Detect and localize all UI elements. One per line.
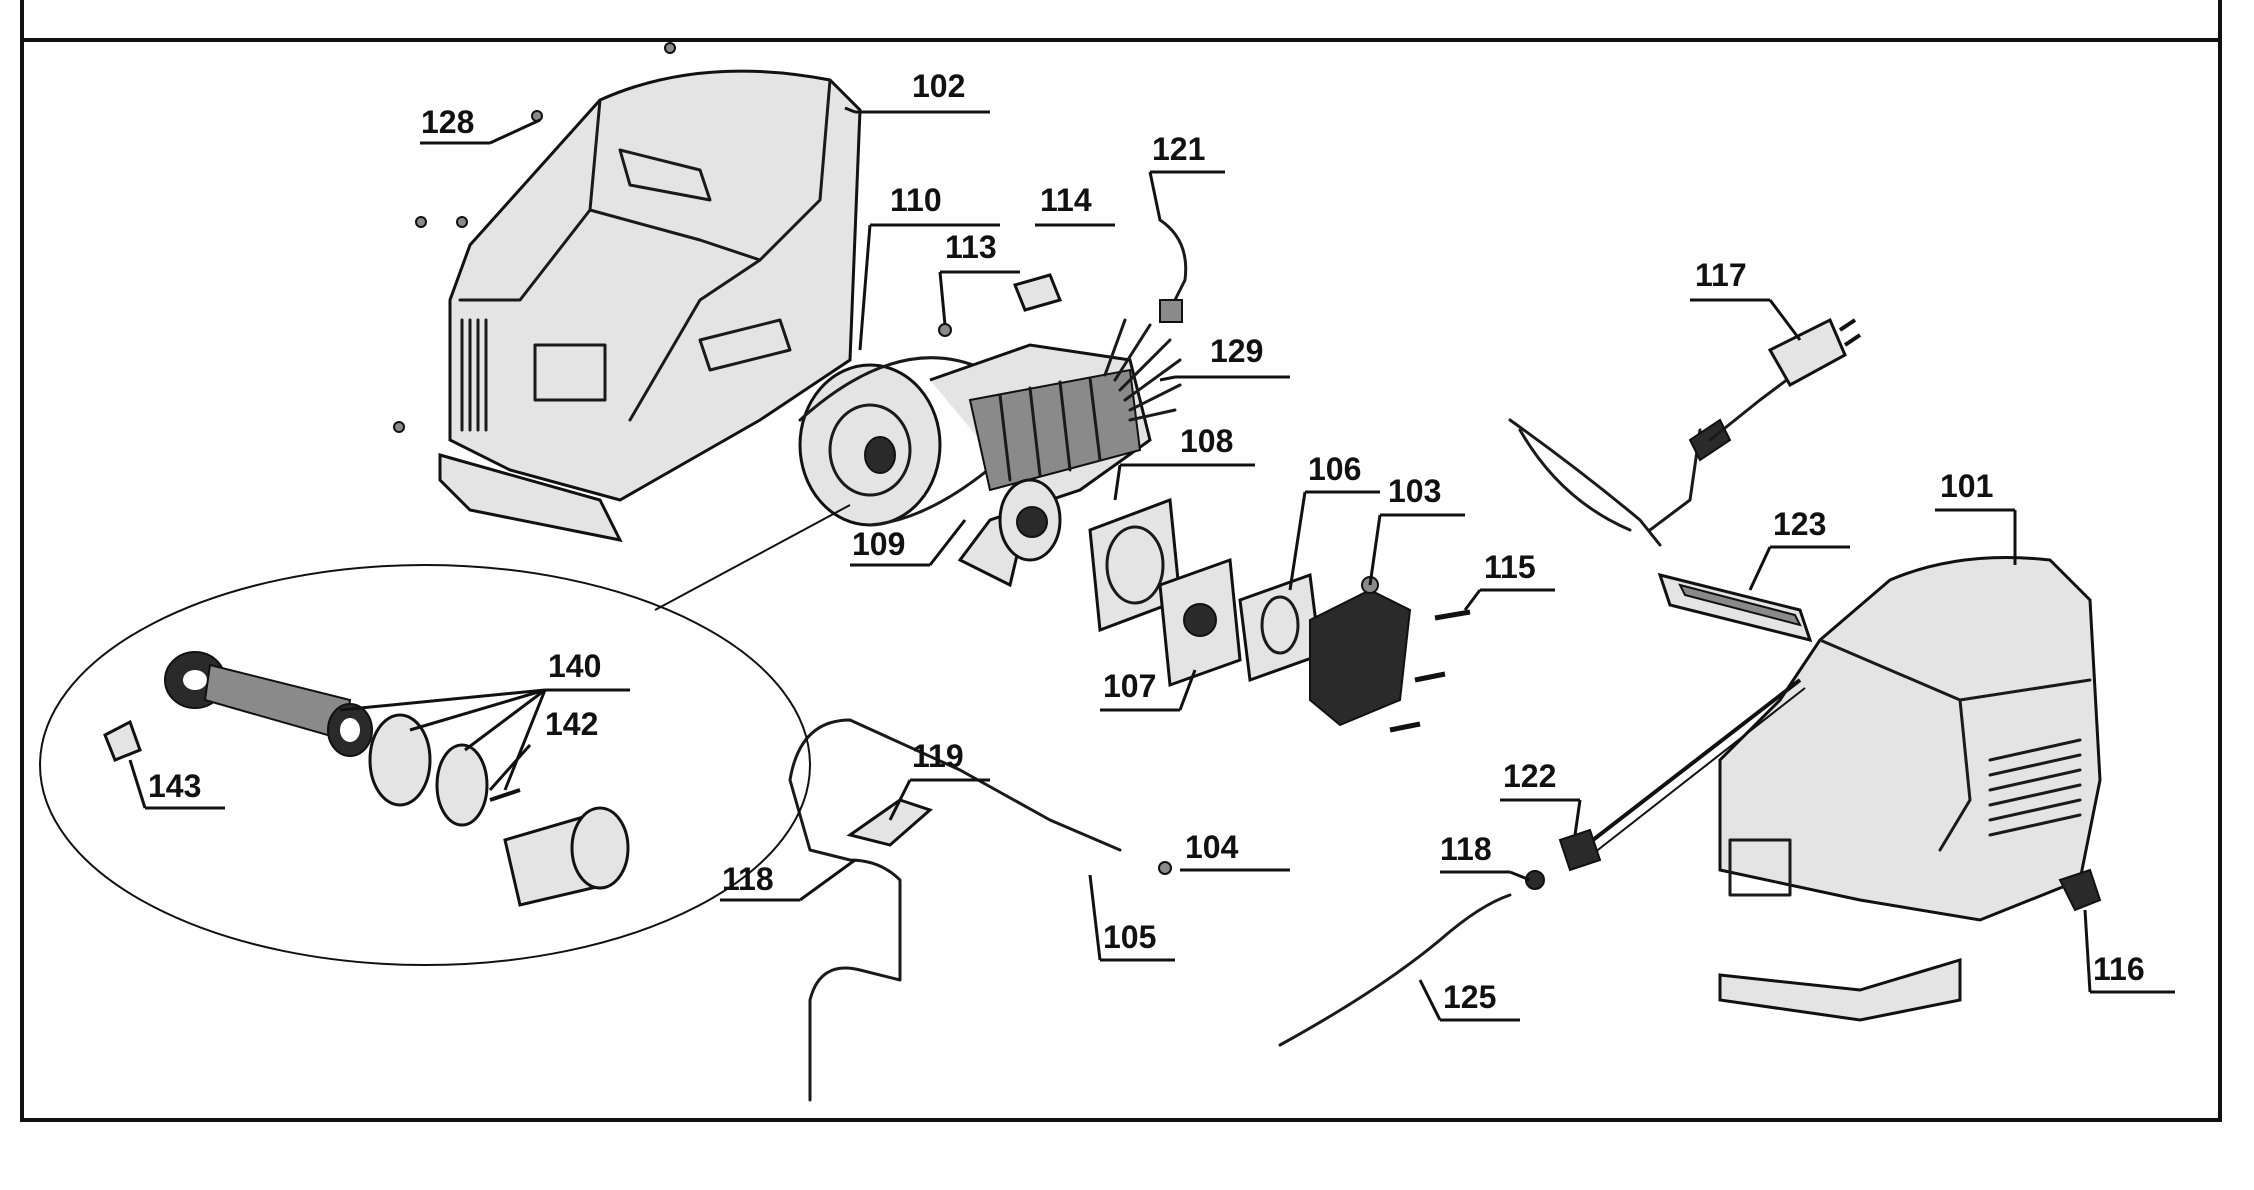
label-143: 143 xyxy=(148,768,201,804)
label-118-right: 118 xyxy=(1440,831,1492,867)
label-118-left: 118 xyxy=(722,861,774,897)
label-108: 108 xyxy=(1180,423,1233,459)
label-117: 117 xyxy=(1695,257,1747,293)
label-103: 103 xyxy=(1388,473,1441,509)
shroud-rear-102 xyxy=(438,69,862,543)
retainer-ring-icon xyxy=(368,713,432,807)
connecting-rod-140 xyxy=(164,651,373,757)
label-104: 104 xyxy=(1185,829,1239,865)
gasket-106 xyxy=(1238,572,1322,683)
label-116: 116 xyxy=(2093,951,2145,987)
power-cord-117 xyxy=(1508,317,1862,547)
tube-119-105 xyxy=(788,718,1122,1102)
label-122: 122 xyxy=(1503,758,1556,794)
label-119: 119 xyxy=(912,738,964,774)
label-101: 101 xyxy=(1940,468,1993,504)
wire-121 xyxy=(1158,218,1188,322)
screw-icon xyxy=(393,42,676,433)
motor-129 xyxy=(929,318,1182,588)
detail-leader xyxy=(654,504,851,611)
nut-104-icon xyxy=(1158,861,1172,875)
label-107: 107 xyxy=(1103,668,1156,704)
leader-lines xyxy=(128,106,2175,1022)
tube-122 xyxy=(1558,678,1806,872)
label-125: 125 xyxy=(1443,979,1496,1015)
label-105: 105 xyxy=(1103,919,1156,955)
knob-116-icon xyxy=(2058,868,2102,912)
label-121: 121 xyxy=(1152,131,1205,167)
belt-pulley-110 xyxy=(798,356,1002,527)
switch-bar-123 xyxy=(1657,572,1813,643)
screw-142-icon xyxy=(489,788,521,802)
detail-ellipse xyxy=(39,564,811,966)
valve-plate-107 xyxy=(1158,557,1242,688)
pad-114 xyxy=(1012,273,1063,312)
label-140: 140 xyxy=(548,648,601,684)
label-115: 115 xyxy=(1484,549,1536,585)
label-114: 114 xyxy=(1040,182,1092,218)
part-labels: 102 128 110 114 121 113 117 129 108 106 … xyxy=(148,68,2145,1015)
connector-121-icon xyxy=(1159,299,1183,323)
cylinder-sleeve-142 xyxy=(503,806,630,907)
label-113: 113 xyxy=(945,229,997,265)
bolt-143-icon xyxy=(103,719,142,762)
piston-cup-icon xyxy=(435,743,489,827)
label-142: 142 xyxy=(545,706,598,742)
label-128: 128 xyxy=(421,104,474,140)
label-110: 110 xyxy=(890,182,942,218)
cylinder-head-103 xyxy=(1309,576,1412,727)
label-102: 102 xyxy=(912,68,965,104)
label-109: 109 xyxy=(852,526,905,562)
bolt-115-icon xyxy=(1389,609,1471,733)
hose-125 xyxy=(1278,893,1512,1047)
screw-113-icon xyxy=(938,323,952,337)
label-123: 123 xyxy=(1773,506,1826,542)
label-106: 106 xyxy=(1308,451,1361,487)
label-129: 129 xyxy=(1210,333,1263,369)
